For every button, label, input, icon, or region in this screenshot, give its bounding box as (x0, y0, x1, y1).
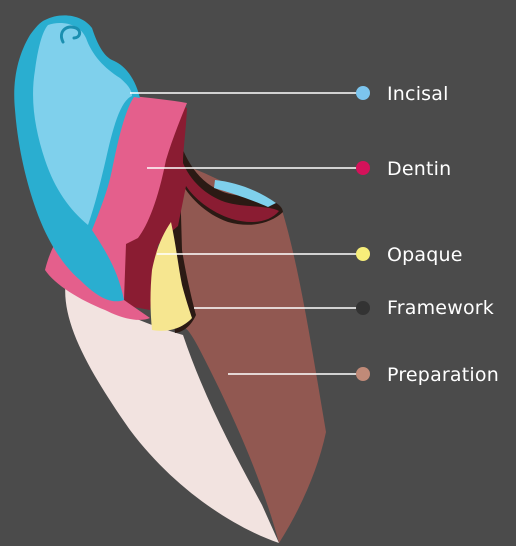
preparation-color-dot (356, 367, 370, 381)
incisal-color-dot (356, 86, 370, 100)
opaque-label: Opaque (387, 244, 463, 266)
framework-color-dot (356, 301, 370, 315)
framework-label: Framework (387, 297, 494, 319)
incisal-label: Incisal (387, 83, 449, 105)
opaque-color-dot (356, 247, 370, 261)
dentin-color-dot (356, 161, 370, 175)
dentin-label: Dentin (387, 158, 451, 180)
preparation-label: Preparation (387, 364, 499, 386)
